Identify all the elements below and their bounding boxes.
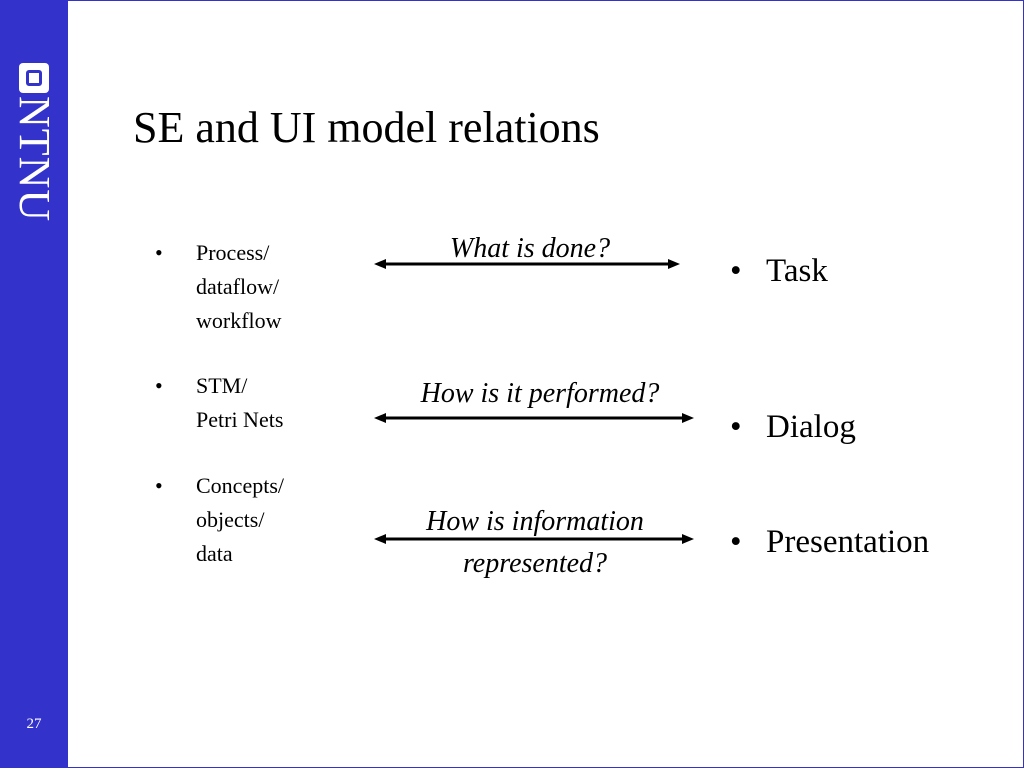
right-item-task: • Task: [730, 251, 828, 291]
left-item-concepts: • Concepts/ objects/ data: [155, 469, 355, 571]
right-item-label: Task: [766, 253, 828, 289]
question-how-information: How is information: [426, 506, 644, 537]
left-item-label: Concepts/ objects/ data: [196, 473, 284, 566]
page-number: 27: [26, 716, 42, 732]
left-item-process: • Process/ dataflow/ workflow: [155, 236, 355, 338]
right-item-label: Presentation: [766, 524, 930, 560]
double-arrow-1: [374, 259, 680, 269]
bullet: •: [730, 253, 742, 289]
bullet: •: [730, 409, 742, 445]
ntnu-logo-icon: [19, 63, 49, 93]
question-how-performed: How is it performed?: [420, 378, 660, 409]
right-item-label: Dialog: [766, 409, 856, 445]
logo-text-label: NTNU: [10, 96, 59, 223]
double-arrow-3: [374, 534, 694, 544]
left-item-label: STM/ Petri Nets: [196, 373, 284, 432]
slide-title: SE and UI model relations: [133, 103, 600, 152]
sidebar: NTNU 27: [0, 0, 68, 768]
bullet: •: [155, 373, 163, 398]
bullet: •: [155, 240, 163, 265]
right-item-presentation: • Presentation: [730, 522, 929, 562]
bullet: •: [155, 473, 163, 498]
left-item-label: Process/ dataflow/ workflow: [196, 240, 282, 333]
double-arrow-2: [374, 413, 694, 423]
left-item-stm: • STM/ Petri Nets: [155, 369, 355, 437]
question-represented: represented?: [462, 548, 608, 579]
question-what-is-done: What is done?: [449, 233, 611, 264]
bullet: •: [730, 524, 742, 560]
right-item-dialog: • Dialog: [730, 407, 856, 447]
